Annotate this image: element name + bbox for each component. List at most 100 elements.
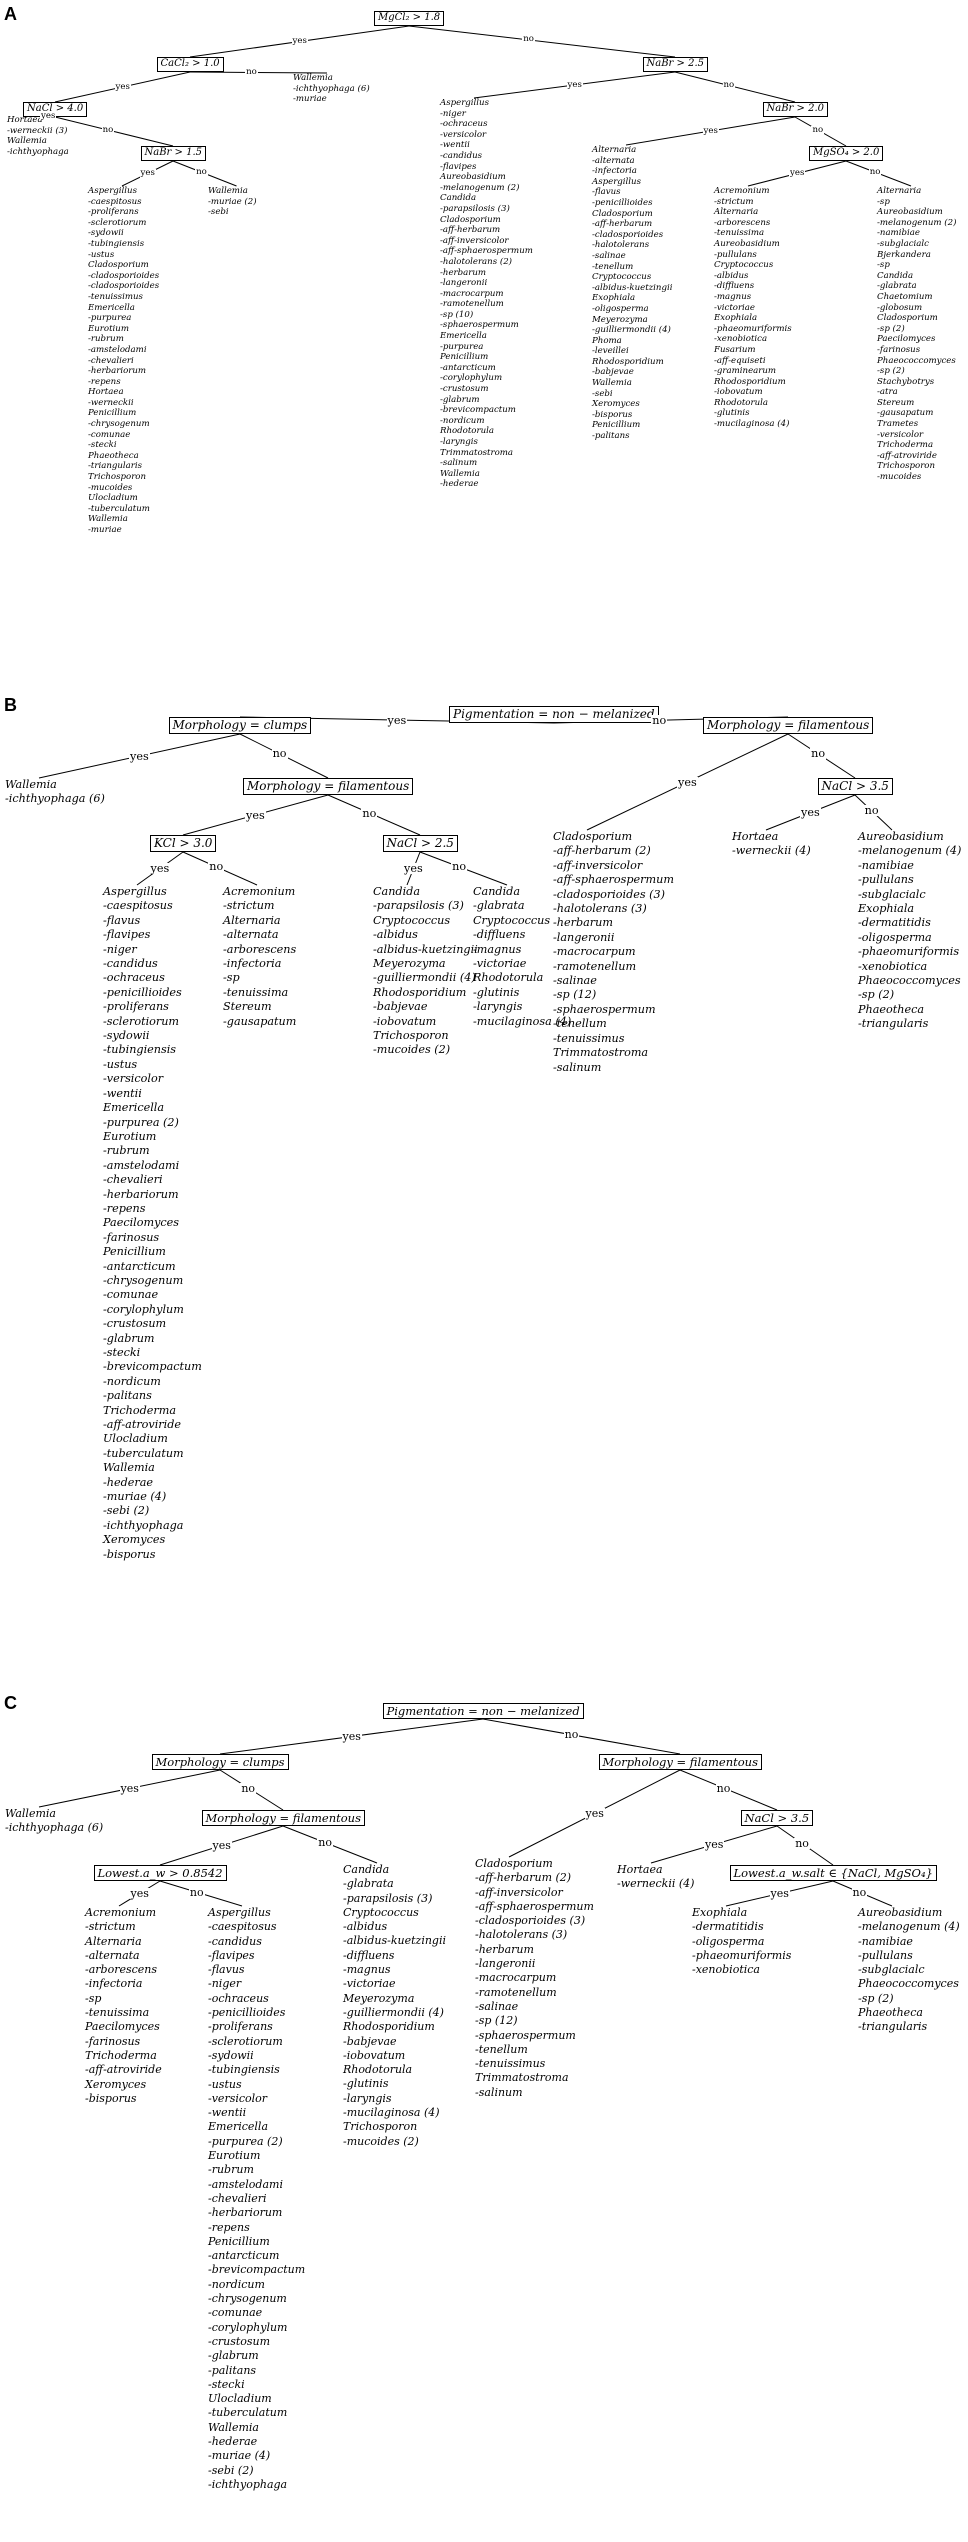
species-name: -sp (2) [858,1991,894,2005]
species-name: -alternata [592,155,635,166]
leaf-c-l7: Exophiala-dermatitidis-oligosperma-phaeo… [692,1906,791,1977]
species-name: -purpurea (2) [208,2134,283,2148]
genus-name: Penicillium [592,420,641,431]
genus-name: Trichoderma [85,2048,157,2062]
genus-name: Penicillium [440,352,489,363]
species-name: -tuberculatum [208,2406,288,2420]
decision-node-c-aw: Lowest.a_w > 0.8542 [93,1865,227,1882]
species-name: -comunae [208,2306,263,2320]
genus-name: Hortaea [732,830,779,843]
edge-label-yes: yes [129,1887,150,1900]
species-name: -magnus [714,291,752,302]
genus-name: Cladosporium [877,313,938,324]
leaf-a-l2: Aspergillus-caespitosus-proliferans-scle… [88,186,159,536]
species-name: -antarcticum [208,2249,280,2263]
decision-node-b-nacl1: NaCl > 3.5 [817,778,893,795]
genus-name: Acremonium [714,186,770,196]
decision-node-b-kcl: KCl > 3.0 [150,835,217,852]
genus-name: Exophiala [692,1906,748,1919]
species-name: -albidus [373,928,418,942]
genus-name: Cryptococcus [343,1905,419,1919]
edge-label-yes: yes [291,36,308,46]
species-name: -guilliermondii (4) [373,971,476,985]
species-name: -sp (12) [475,2014,518,2028]
species-name: -chrysogenum [208,2292,287,2306]
species-name: -langeronii [553,930,615,944]
species-name: -laryngis [473,1000,523,1014]
edge-label-yes: yes [40,110,57,121]
panel-label-a: A [4,4,17,24]
species-name: -oligosperma [858,930,932,944]
genus-name: Phaeococcomyces [877,355,956,366]
species-name: -albidus [714,270,749,281]
species-name: -glabrata [343,1877,394,1891]
decision-node-c-nacl: NaCl > 3.5 [740,1810,814,1827]
species-name: -corylophylum [440,373,503,384]
species-name: -chrysogenum [103,1273,184,1287]
genus-name: Cryptococcus [592,272,652,283]
species-name: -hederae [208,2434,258,2448]
species-name: -salinum [553,1060,602,1074]
species-name: -melanogenum (4) [858,1920,960,1934]
species-name: -tuberculatum [103,1446,184,1460]
edge-label-yes: yes [584,1807,605,1820]
leaf-b-l1: Wallemia-ichthyophaga (6) [5,778,105,807]
species-name: -sp [877,260,890,271]
species-name: -albidus [343,1920,388,1934]
genus-name: Xeromyces [592,399,640,410]
edge-label-no: no [722,80,736,90]
species-name: -mucoides (2) [343,2134,419,2148]
species-name: -phaeomuriformis [858,945,960,959]
species-name: -sphaerospermum [553,1002,656,1016]
species-name: -herbariorum [88,366,147,377]
genus-name: Alternaria [223,913,281,927]
edge-label-no: no [563,1728,580,1742]
genus-name: Aureobasidium [714,238,780,249]
leaf-b-l2: Aspergillus-caespitosus-flavus-flavipes-… [103,885,202,1562]
species-name: -wentii [103,1086,142,1100]
genus-name: Phaeotheca [858,2006,923,2020]
genus-name: Trametes [877,419,919,430]
genus-name: Phaeococcomyces [858,974,961,988]
genus-name: Cladosporium [553,830,633,843]
leaf-b-l4: Candida-parapsilosis (3)Cryptococcus-alb… [373,885,478,1058]
genus-name: Candida [440,193,477,204]
species-name: -babjevae [592,367,634,378]
species-name: -ichthyophaga (6) [5,1821,104,1835]
genus-name: Aureobasidium [858,830,944,843]
genus-name: Meyerozyma [343,1991,415,2005]
species-name: -aff-inversicolor [440,235,509,246]
species-name: -ichthyophaga [103,1518,184,1532]
genus-name: Stereum [223,1000,272,1014]
edge-label-no: no [271,747,288,761]
species-name: -parapsilosis (3) [440,203,510,214]
species-name: -triangularis [858,1017,929,1031]
species-name: -infectoria [592,166,637,177]
species-name: -ustus [88,249,115,260]
species-name: -sp [85,1991,102,2005]
genus-name: Exophiala [858,902,915,916]
genus-name: Wallemia [293,73,333,83]
species-name: -macrocarpum [440,288,504,299]
species-name: -proliferans [88,207,139,218]
species-name: -farinosus [103,1230,160,1244]
genus-name: Trimmatostroma [553,1046,649,1060]
species-name: -flavus [103,913,141,927]
species-name: -tubingiensis [88,238,145,249]
leaf-a-l3: Wallemia-muriae (2)-sebi [208,186,257,218]
genus-name: Trichosporon [373,1029,449,1043]
edge-label-no: no [863,804,880,818]
species-name: -ochraceus [208,1991,269,2005]
species-name: -sp (12) [553,988,597,1002]
genus-name: Fusarium [714,344,756,355]
species-name: -iobovatum [373,1014,437,1028]
genus-name: Eurotium [103,1129,157,1143]
edge-label-yes: yes [211,1839,232,1852]
species-name: -comunae [103,1288,159,1302]
genus-name: Cladosporium [475,1857,553,1870]
genus-name: Paecilomyces [103,1216,180,1230]
leaf-b-l7: Hortaea-werneckii (4) [732,830,811,859]
